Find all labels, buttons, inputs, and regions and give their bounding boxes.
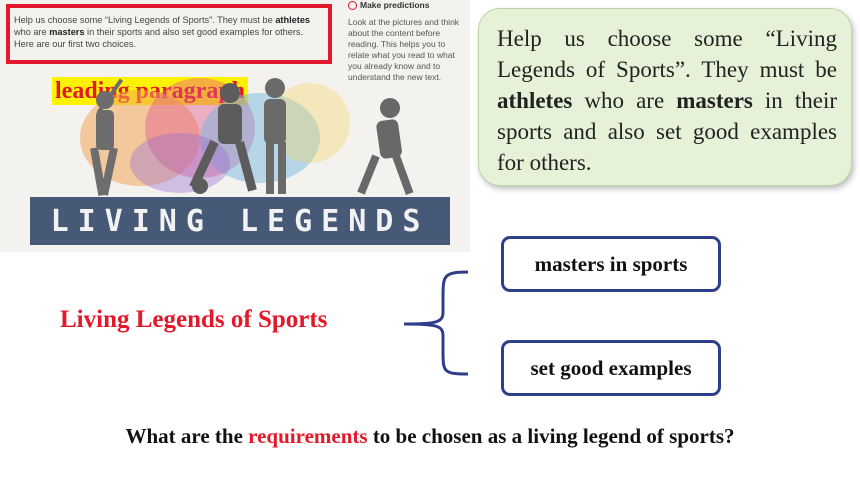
book-leading-paragraph: Help us choose some “Living Legends of S… [14, 15, 311, 49]
side-notes: Make predictions Look at the pictures an… [348, 0, 466, 83]
side-notes-text: Look at the pictures and think about the… [348, 17, 460, 82]
mindmap-center-label: Living Legends of Sports [60, 306, 328, 333]
callout-text: Help us choose some “Living Legends of S… [497, 26, 837, 175]
athletes-illustration [80, 78, 414, 196]
branch-set-good-examples: set good examples [501, 340, 721, 396]
highlight-frame [6, 4, 332, 64]
question-highlight: requirements [248, 424, 368, 448]
curly-brace-icon [403, 270, 469, 376]
target-icon [348, 1, 357, 10]
question-text: What are the requirements to be chosen a… [125, 424, 735, 448]
side-notes-title: Make predictions [348, 0, 466, 11]
branch-masters-in-sports: masters in sports [501, 236, 721, 292]
living-legends-banner: LIVING LEGENDS [30, 197, 450, 245]
textbook-excerpt-image: Help us choose some “Living Legends of S… [0, 0, 470, 252]
quote-callout: Help us choose some “Living Legends of S… [478, 8, 852, 186]
